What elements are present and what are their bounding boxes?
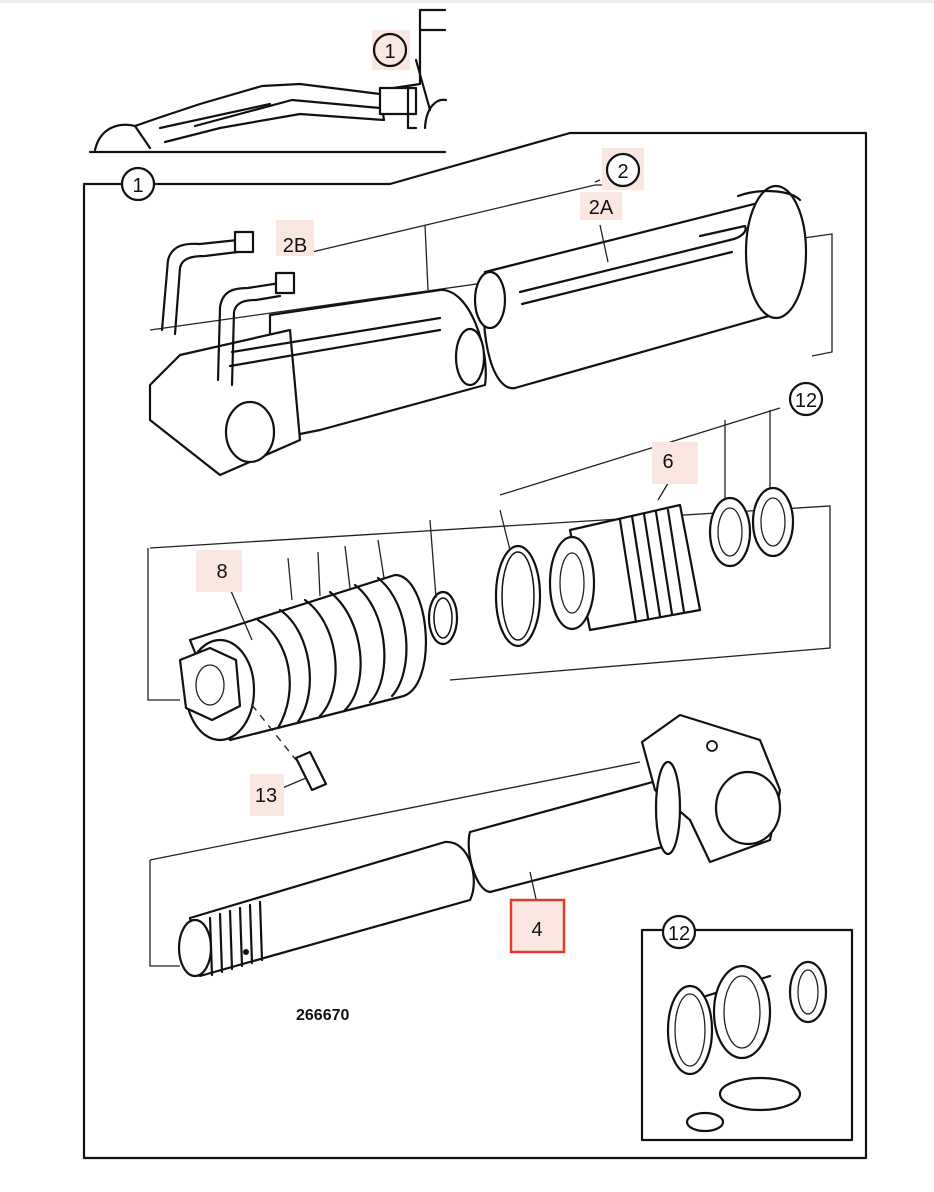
svg-text:4: 4 xyxy=(531,919,542,941)
piston-rod-group xyxy=(149,713,782,978)
callout-2[interactable]: 2 xyxy=(602,148,644,190)
svg-text:1: 1 xyxy=(132,175,143,197)
piston-seals-group xyxy=(147,407,831,796)
callout-4-selected[interactable]: 4 xyxy=(509,898,566,954)
cylinder-barrel-group xyxy=(148,179,833,477)
svg-text:6: 6 xyxy=(662,451,673,473)
callout-1-top[interactable]: 1 xyxy=(372,30,410,70)
callout-1-frame[interactable]: 1 xyxy=(120,166,156,202)
callout-8[interactable]: 8 xyxy=(196,550,242,592)
svg-text:1: 1 xyxy=(384,41,395,63)
svg-text:13: 13 xyxy=(255,785,277,807)
callout-2b[interactable]: 2B xyxy=(276,220,314,257)
svg-text:2B: 2B xyxy=(283,235,307,257)
main-frame xyxy=(82,131,868,1160)
svg-text:12: 12 xyxy=(795,390,817,412)
seal-kit-inset xyxy=(640,928,854,1142)
machine-thumbnail xyxy=(88,8,448,154)
svg-text:12: 12 xyxy=(668,923,690,945)
callout-13[interactable]: 13 xyxy=(250,774,284,816)
callout-6[interactable]: 6 xyxy=(652,442,698,484)
top-divider xyxy=(0,0,934,3)
svg-text:2A: 2A xyxy=(589,197,614,219)
callout-2a[interactable]: 2A xyxy=(580,192,622,220)
callout-12-top[interactable]: 12 xyxy=(788,381,824,417)
svg-text:266670: 266670 xyxy=(296,1007,349,1024)
svg-text:2: 2 xyxy=(617,161,628,183)
figure-number: 266670 xyxy=(296,1007,349,1024)
callout-12-inset[interactable]: 12 xyxy=(661,914,697,950)
svg-text:8: 8 xyxy=(216,561,227,583)
